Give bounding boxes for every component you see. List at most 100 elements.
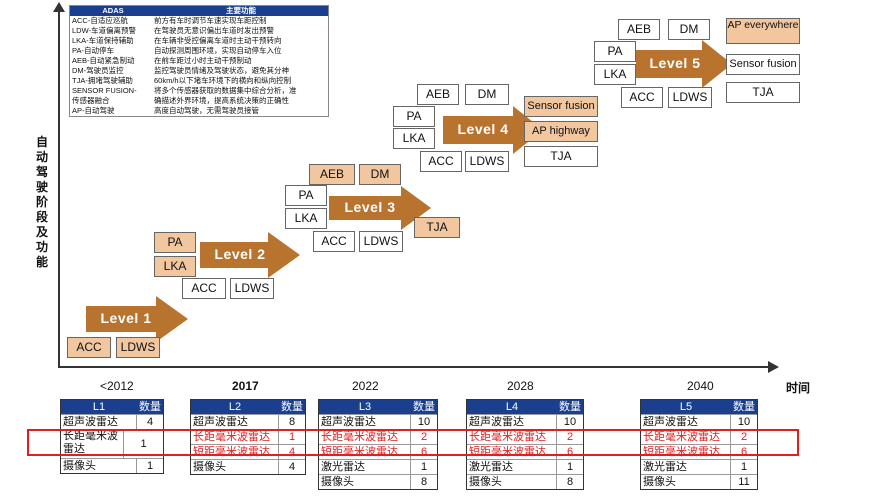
y-axis-label-char: 驶: [35, 180, 48, 194]
sensor-name: 超声波雷达: [469, 416, 524, 428]
legend-desc: 在前车距过小时主动干预制动: [154, 56, 252, 65]
legend-desc: 自动探测周围环境，实现自动停车入位: [154, 46, 282, 55]
sensor-qty: 8: [556, 475, 583, 489]
legend-header: ADAS 主要功能: [70, 6, 328, 16]
legend-desc: 60km/h以下堵车环境下的横向和纵向控制: [154, 76, 292, 85]
sensor-qty: 8: [410, 475, 437, 489]
legend-abbr: LKA-车道保持辅助: [72, 36, 134, 45]
sensor-qty: 11: [730, 475, 757, 489]
x-tick-label: <2012: [100, 379, 134, 393]
sensor-qty: 1: [278, 430, 305, 444]
sensor-name: 超声波雷达: [643, 416, 698, 428]
feature-box-ldws: LDWS: [116, 337, 160, 358]
x-axis-line: [58, 366, 770, 368]
sensor-table-title: L2: [228, 401, 242, 413]
feature-box-tja: TJA: [726, 82, 800, 103]
level-3-label: Level 3: [344, 199, 396, 215]
legend-desc: 在驾驶员无意识偏出车道时发出预警: [154, 26, 274, 35]
legend-row: PA-自动停车 自动探测周围环境，实现自动停车入位: [70, 46, 328, 56]
sensor-qty: 1: [556, 460, 583, 474]
sensor-qty: 4: [278, 460, 305, 474]
legend-abbr: LDW-车道偏离预警: [72, 26, 137, 35]
legend-row: ACC-自适应巡航前方有车时调节车速实现车距控制: [70, 16, 328, 26]
sensor-qty: 10: [410, 415, 437, 429]
feature-box-acc: ACC: [621, 87, 663, 108]
feature-box-tja: TJA: [524, 146, 598, 167]
feature-box-pa: PA: [285, 185, 327, 206]
feature-box-ldws: LDWS: [230, 278, 274, 299]
feature-box-sensor-fusion: Sensor fusion: [726, 54, 800, 75]
sensor-qty: 6: [556, 445, 583, 459]
sensor-name: 摄像头: [63, 460, 96, 472]
table-row: 激光雷达 1: [467, 459, 583, 474]
y-axis-arrowhead: [53, 2, 65, 12]
sensor-name: 激光雷达: [469, 461, 513, 473]
legend-desc: 高度自动驾驶，无需驾驶员接管: [154, 106, 259, 115]
sensor-qty: 2: [556, 430, 583, 444]
sensor-qty: 6: [410, 445, 437, 459]
table-row: 摄像头 1: [61, 458, 163, 473]
legend-desc: 在车辆非受控偏离车道时主动干预转向: [154, 36, 282, 45]
level-arrow-shape: [443, 106, 543, 154]
feature-box-lka: LKA: [285, 208, 327, 229]
y-axis-label-char: 段: [35, 210, 48, 224]
feature-box-lka: LKA: [154, 256, 196, 277]
sensor-name: 长距毫米波雷达: [193, 431, 270, 443]
feature-box-aeb: AEB: [417, 84, 459, 105]
sensor-qty: 6: [730, 445, 757, 459]
feature-box-aeb: AEB: [618, 19, 660, 40]
radar-highlight-box: [27, 429, 799, 456]
x-axis-arrowhead: [768, 361, 779, 373]
sensor-table-title: L3: [358, 401, 372, 413]
feature-box-ldws: LDWS: [465, 151, 509, 172]
level-1-arrow: Level 1: [86, 296, 188, 342]
legend-row: LKA-车道保持辅助 在车辆非受控偏离车道时主动干预转向: [70, 36, 328, 46]
table-row: 摄像头 8: [319, 474, 437, 489]
x-tick-label: 2040: [687, 379, 714, 393]
sensor-qty: 10: [556, 415, 583, 429]
sensor-qty: 1: [410, 460, 437, 474]
sensor-qty: 1: [123, 430, 163, 458]
sensor-qty: 1: [136, 459, 163, 473]
legend-desc: 确描述外界环境，提高系统决策的正确性: [154, 96, 289, 105]
legend-abbr: 传感器融合: [72, 96, 110, 105]
sensor-name: 超声波雷达: [63, 416, 118, 428]
level-arrow-shape: [86, 296, 188, 342]
y-axis-label-char: 自: [35, 135, 48, 149]
feature-box-dm: DM: [668, 19, 710, 40]
sensor-name: 摄像头: [321, 476, 354, 488]
legend-abbr: PA-自动停车: [72, 46, 114, 55]
legend-desc: 监控驾驶员情绪及驾驶状态，避免其分神: [154, 66, 289, 75]
feature-box-acc: ACC: [67, 337, 111, 358]
y-axis-label-char: 动: [35, 150, 48, 164]
sensor-qty: 2: [410, 430, 437, 444]
y-axis-label-char: 阶: [35, 195, 48, 209]
level-arrow-shape: [329, 186, 431, 230]
legend-row: LDW-车道偏离预警 在驾驶员无意识偏出车道时发出预警: [70, 26, 328, 36]
feature-box-lka: LKA: [594, 64, 636, 85]
sensor-table-qty-header: 数量: [139, 401, 161, 413]
level-4-label: Level 4: [457, 121, 509, 137]
y-axis-label-char: 驾: [35, 165, 48, 179]
legend-desc: 前方有车时调节车速实现车距控制: [154, 16, 267, 25]
y-axis-label-char: 及: [35, 225, 48, 239]
sensor-table-qty-header: 数量: [733, 401, 755, 413]
sensor-qty: 4: [278, 445, 305, 459]
feature-box-pa: PA: [154, 232, 196, 253]
sensor-name: 激光雷达: [643, 461, 687, 473]
sensor-table-header: L2 数量: [191, 400, 305, 414]
legend-row: AP-自动驾驶高度自动驾驶，无需驾驶员接管: [70, 106, 328, 116]
sensor-table-qty-header: 数量: [281, 401, 303, 413]
